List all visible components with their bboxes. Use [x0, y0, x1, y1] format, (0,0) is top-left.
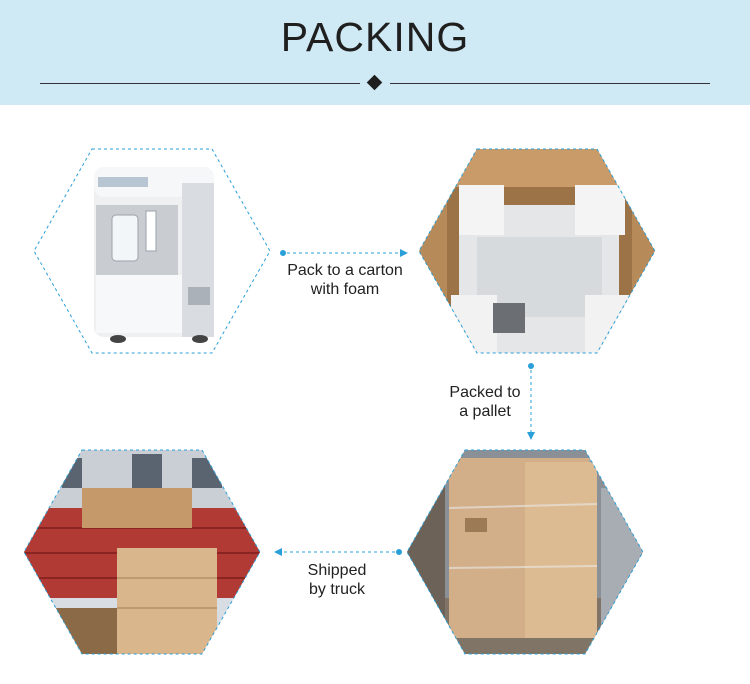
arrow-right-1 [280, 249, 408, 257]
caption-line: Shipped [307, 562, 367, 579]
pallet-image-hexagon [406, 449, 644, 655]
caption-line: Packed to [449, 384, 521, 401]
truck-image-hexagon [23, 449, 261, 655]
title-divider-right [390, 83, 710, 84]
product-image-hexagon [33, 148, 271, 354]
caption-pack-carton: Pack to a carton with foam [272, 261, 418, 299]
arrow-down [527, 363, 535, 440]
caption-line: with foam [310, 281, 380, 298]
arrow-left [274, 548, 402, 556]
caption-packed-pallet: Packed to a pallet [430, 383, 540, 421]
caption-line: a pallet [459, 403, 511, 420]
header-banner: PACKING [0, 0, 750, 105]
title-divider-left [40, 83, 360, 84]
caption-line: Pack to a carton [287, 262, 403, 279]
caption-shipped-truck: Shipped by truck [287, 561, 387, 599]
page-title: PACKING [280, 14, 470, 60]
caption-line: by truck [308, 581, 365, 598]
carton-image-hexagon [418, 148, 656, 354]
